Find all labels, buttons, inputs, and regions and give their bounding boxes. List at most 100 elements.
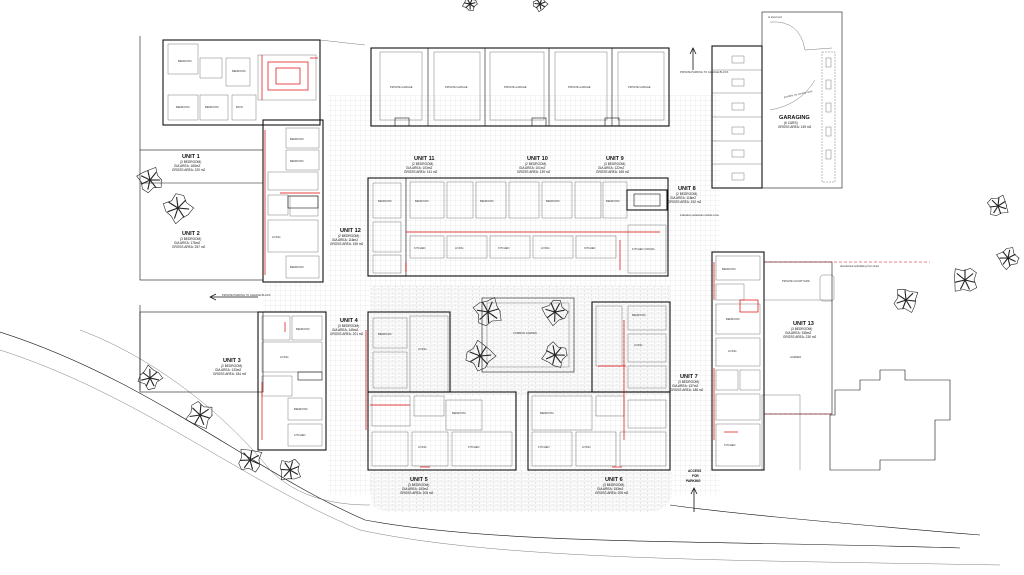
courtyard-garden-label: COMMON GARDEN — [513, 331, 537, 335]
unit-6-gia: GIA AREA: 153m2 — [597, 487, 623, 491]
tree-symbol — [185, 401, 214, 430]
unit-2-gross: GROSS AREA: 257 m2 — [172, 245, 206, 249]
unit-2-gia: GIA AREA: 176m2 — [174, 241, 200, 245]
unit-8-gross: GROSS AREA: 152 m2 — [668, 200, 702, 204]
unit-9-bed: (3 BEDROOM) — [604, 162, 625, 166]
room-label: BEDROOM — [378, 332, 391, 336]
room-label: BEDROOM — [176, 105, 189, 109]
tree-symbol — [532, 0, 549, 13]
garaging-area: GROSS AREA: 149 m2 — [778, 125, 812, 129]
tree-symbol — [465, 339, 497, 372]
room-label: BEDROOM — [480, 199, 493, 203]
tree-symbol — [893, 288, 919, 313]
unit-13-bed: (3 BEDROOM) — [791, 327, 812, 331]
garaging-title: GARAGING — [779, 115, 810, 121]
unit-3-gross: GROSS AREA: 184 m2 — [213, 372, 247, 376]
unit-4-title: UNIT 4 — [340, 318, 359, 324]
unit-13-gross: GROSS AREA: 230 m2 — [783, 335, 817, 339]
room-label: KITCHEN — [538, 445, 550, 449]
road-edge-inner — [0, 349, 1001, 566]
room-label: BEDROOM — [378, 199, 391, 203]
unit-8-garage — [626, 189, 668, 211]
courtyard-garden: COMMON GARDEN — [481, 297, 575, 373]
unit-5-outline — [367, 391, 517, 471]
garage-block-north: PRIVATE GARAGE PRIVATE GARAGE PRIVATE GA… — [370, 47, 670, 127]
access-arrow: ACCESS FOR PARKING — [686, 469, 701, 512]
room-label: BATH — [236, 105, 243, 109]
room-label: LIVING — [728, 349, 737, 353]
unit-11-gia: GIA AREA: 103m2 — [406, 166, 432, 170]
unit-9-title: UNIT 9 — [606, 156, 624, 162]
room-label: KITCHEN — [724, 443, 736, 447]
unit-7-title: UNIT 7 — [680, 374, 698, 380]
room-label: BEDROOM — [722, 267, 735, 271]
room-label: KITCHEN / DINING — [632, 247, 655, 251]
tree-symbol — [954, 267, 978, 292]
road-edge-outer — [0, 331, 961, 549]
unit-13-title: UNIT 13 — [793, 321, 814, 327]
unit-7-gia: GIA AREA: 137m2 — [672, 384, 698, 388]
tree-symbol — [541, 341, 569, 368]
unit-11-gross: GROSS AREA: 141 m2 — [404, 170, 438, 174]
unit-6-outline — [527, 391, 671, 471]
private-courtyard-label: PRIVATE COURTYARD — [782, 279, 810, 283]
room-label: LIVING — [634, 343, 643, 347]
turning-circle-note: possible car turning circle — [783, 89, 813, 99]
room-label: KITCHEN — [498, 246, 510, 250]
room-label: LIVING — [541, 246, 550, 250]
tree-symbol — [136, 166, 163, 194]
parking-note-top: PRIVATE PARKING TO GARAGE BLOCK — [680, 70, 729, 74]
tree-symbol — [279, 458, 301, 481]
units-1-2-gardens — [139, 149, 264, 281]
room-label: BEDROOM — [606, 199, 619, 203]
unit-10-title: UNIT 10 — [527, 156, 548, 162]
shed-note: to shed roof — [768, 15, 782, 19]
room-label: KITCHEN — [468, 445, 480, 449]
south-west-range: UNIT 4 (3 BEDROOM) GIA AREA: 145m2 GROSS… — [330, 311, 517, 495]
vehicle-zone-note: indicative pedestrian vehicle zone — [680, 213, 719, 217]
room-label: BEDROOM — [540, 411, 553, 415]
access-label-1: ACCESS — [688, 469, 701, 473]
unit-3-title: UNIT 3 — [223, 358, 241, 364]
paving-south-forecourt — [370, 470, 672, 512]
paving-courtyard — [370, 286, 670, 396]
room-label: BEDROOM — [290, 265, 303, 269]
room-label: BEDROOM — [232, 69, 245, 73]
tree-symbol — [238, 449, 263, 473]
garaging-block: GARAGING (6 CARS) GROSS AREA: 149 m2 pos… — [711, 11, 843, 189]
room-label: KITCHEN — [294, 433, 306, 437]
unit-3-gia: GIA AREA: 133m2 — [215, 368, 241, 372]
unit-10-gia: GIA AREA: 101m2 — [519, 166, 545, 170]
unit-10-gross: GROSS AREA: 139 m2 — [517, 170, 551, 174]
unit-5-gia: GIA AREA: 153m2 — [402, 487, 428, 491]
unit-12-title: UNIT 12 — [340, 228, 361, 234]
units-1-2-outline — [262, 119, 324, 283]
garaging-yard — [761, 11, 843, 189]
room-label: BEDROOM — [726, 317, 739, 321]
south-boundary-line — [669, 504, 981, 536]
unit-3-garden — [139, 311, 264, 393]
unit-6-bed: (3 BEDROOM) — [603, 483, 624, 487]
north-boundary-line — [319, 39, 366, 46]
room-label: KITCHEN — [414, 246, 426, 250]
garage-label-4: PRIVATE GARAGE — [568, 85, 591, 89]
room-label: BEDROOM — [178, 59, 191, 63]
room-label: LIVING — [455, 246, 464, 250]
tree-symbol — [461, 0, 479, 12]
unit-8-title: UNIT 8 — [678, 186, 696, 192]
parked-car — [819, 274, 835, 302]
access-label-3: PARKING — [686, 479, 701, 483]
unit-13-courtyard — [763, 261, 833, 415]
garage-label-1: PRIVATE GARAGE — [390, 85, 413, 89]
room-label: BEDROOM — [296, 327, 309, 331]
unit-2-title: UNIT 2 — [182, 231, 200, 237]
room-label: KITCHEN — [584, 246, 596, 250]
unit-13-gia: GIA AREA: 158m2 — [785, 331, 811, 335]
west-terrace: BEDROOM BEDROOM BEDROOM BEDROOM BATH UNI — [139, 39, 324, 301]
unit-3-outline — [257, 311, 327, 451]
tree-symbol — [987, 194, 1009, 216]
north-range: UNIT 11 (2 BEDROOM) GIA AREA: 103m2 GROS… — [330, 156, 719, 277]
room-label: LIVING — [582, 445, 591, 449]
room-label: BEDROOM — [290, 159, 303, 163]
